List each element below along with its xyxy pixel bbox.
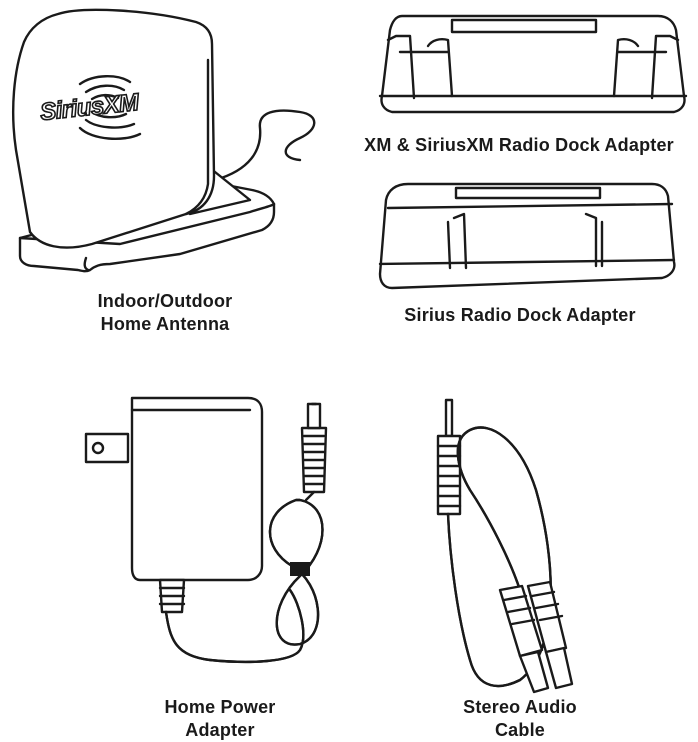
stereo-audio-cable-illustration xyxy=(436,398,574,694)
antenna-label-line2: Home Antenna xyxy=(100,314,230,334)
xm-dock-label: XM & SiriusXM Radio Dock Adapter xyxy=(340,134,698,157)
power-adapter-label: Home Power Adapter xyxy=(120,696,320,742)
sirius-dock-label: Sirius Radio Dock Adapter xyxy=(370,304,670,327)
sirius-dock-adapter-illustration xyxy=(378,182,676,290)
antenna-label-line1: Indoor/Outdoor xyxy=(97,291,233,311)
audio-cable-label-line1: Stereo Audio xyxy=(463,697,577,717)
sirius-dock-label-text: Sirius Radio Dock Adapter xyxy=(404,305,636,325)
xm-dock-label-text: XM & SiriusXM Radio Dock Adapter xyxy=(364,135,674,155)
antenna-label: Indoor/Outdoor Home Antenna xyxy=(40,290,290,336)
audio-cable-label: Stereo Audio Cable xyxy=(420,696,620,742)
power-adapter-illustration xyxy=(84,396,328,664)
xm-dock-adapter-illustration xyxy=(378,14,688,114)
power-adapter-label-line2: Adapter xyxy=(185,720,255,740)
home-antenna-illustration xyxy=(12,8,316,273)
audio-cable-label-line2: Cable xyxy=(494,720,546,740)
power-adapter-label-line1: Home Power xyxy=(164,697,276,717)
